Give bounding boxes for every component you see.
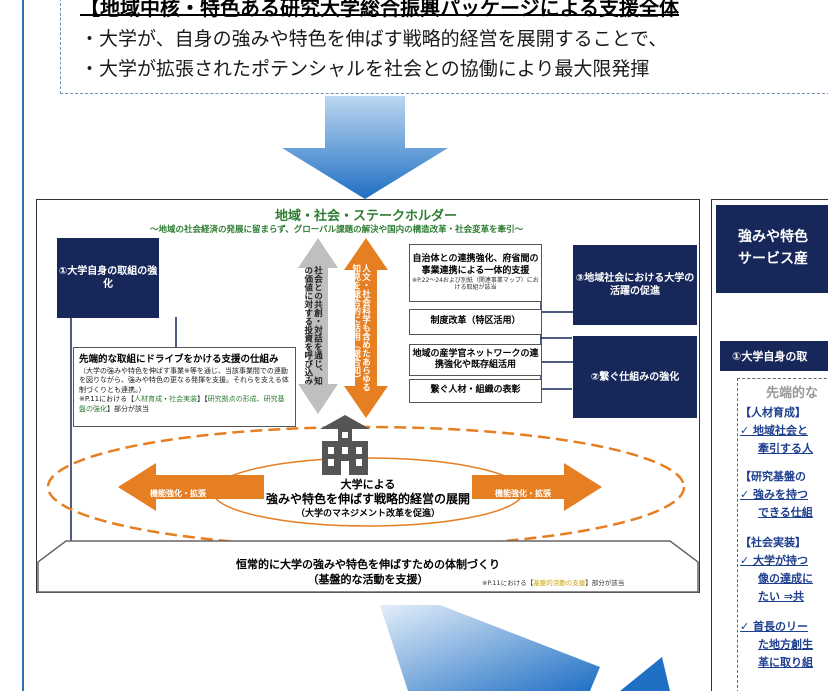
drive-support-body: （大学の強みや特色を伸ばす事業※等を通じ、当該事業間での連動を図りながら、強みや… [79, 367, 289, 413]
rp-s2-a: ✓ 強みを持つ [740, 488, 809, 501]
network-box: 地域の産学官ネットワークの連携強化や既存組活用 [409, 344, 542, 376]
banner-title: 【地域中核・特色ある研究大学総合振興パッケージによる支援全体 [80, 0, 679, 21]
right-panel-head-line-1: 強みや特色 [738, 229, 808, 245]
drive-support-box: 先端的な取組にドライブをかける支援の仕組み （大学の強みや特色を伸ばす事業※等を… [73, 347, 296, 427]
vertical-text-investment: 社会との共創・対話を通じ、知の価値に対する投資を呼び込み [302, 266, 323, 385]
own-initiative-label: ①大学自身の取組の強化 [58, 266, 158, 290]
stakeholder-title: 地域・社会・ステークホルダー [275, 209, 458, 224]
reform-label: 制度改革（特区活用） [430, 316, 521, 327]
drive-note-a: 人材育成 [134, 395, 163, 404]
gov-collab-box: 自治体との連携強化、府省間の事業連携による一体的支援 ※P.22～24および別紙… [409, 244, 542, 302]
foundation-note-prefix: ※P.11における【 [482, 579, 534, 587]
regional-activity-label: ③地域社会における大学の活躍の促進 [575, 273, 695, 297]
frame-left-border [22, 0, 24, 691]
university-line-1: 大学による [340, 478, 396, 491]
vertical-text-integrated-knowledge: 人文・社会科学も含めたあらゆる知見を総合的に活用（総合知） [350, 264, 371, 392]
drive-note-c: 研究拠点の形成、研究基盤の強化 [79, 395, 285, 413]
rp-s4-a: ✓ 首長のリー [740, 620, 809, 633]
down-arrow-icon [282, 96, 448, 199]
foundation-note: ※P.11における【基盤的活動の支援】部分が該当 [482, 577, 624, 587]
foundation-line-2: （基盤的な活動を支援） [307, 573, 429, 586]
drive-note-prefix: ※P.11における【 [79, 395, 135, 404]
own-initiative-box: ①大学自身の取組の強化 [57, 238, 159, 318]
gov-collab-note: ※P.22～24および別紙（関連事業マップ）における取組が該当 [412, 276, 539, 292]
network-label: 地域の産学官ネットワークの連携強化や既存組活用 [412, 348, 539, 370]
university-building-icon [320, 415, 370, 475]
banner-line-1: ・大学が、自身の強みや特色を伸ばす戦略的経営を展開することで、 [80, 28, 668, 50]
reform-box: 制度改革（特区活用） [409, 309, 542, 335]
banner-line-2: ・大学が拡張されたポテンシャルを社会との協働により最大限発揮 [80, 58, 650, 80]
right-panel-bar: ①大学自身の取 [720, 341, 828, 371]
university-ellipse [46, 425, 686, 549]
university-line-2: 強みや特色を伸ばす戦略的経営の展開 [265, 492, 470, 506]
rp-s1-head: 【人材育成】 [740, 406, 806, 419]
right-panel-inner [737, 378, 828, 691]
rp-s4-b: た地方創生 [758, 638, 813, 651]
diagonal-arrow-icon [380, 605, 670, 691]
gov-collab-label: 自治体との連携強化、府省間の事業連携による一体的支援 [412, 254, 539, 276]
rp-s3-a: ✓ 大学が持つ [740, 554, 809, 567]
connect-mechanism-box: ②繋ぐ仕組みの強化 [573, 336, 697, 418]
gray-double-arrow-icon [298, 238, 338, 414]
drive-note-b: 社会実装 [169, 395, 198, 404]
right-panel-head-line-2: サービス産 [738, 251, 808, 267]
left-orange-arrow-icon [118, 463, 264, 511]
foundation-note-mid: 基盤的活動の支援 [533, 579, 586, 587]
rp-s1-b: 牽引する人 [758, 442, 813, 455]
connect-award-label: 繋ぐ人材・組織の表彰 [430, 385, 521, 396]
foundation-base [37, 540, 699, 593]
right-orange-arrow-icon [472, 463, 602, 511]
left-arrow-label: 機能強化・拡張 [150, 489, 206, 498]
drive-support-title: 先端的な取組にドライブをかける支援の仕組み [79, 354, 279, 365]
banner-box [60, 0, 828, 94]
foundation-note-suffix: 】部分が該当 [585, 579, 625, 587]
right-arrow-label: 機能強化・拡張 [495, 489, 551, 498]
drive-support-text: （大学の強みや特色を伸ばす事業※等を通じ、当該事業間での連動を図りながら、強みや… [79, 367, 289, 394]
connect-mechanism-label: ②繋ぐ仕組みの強化 [590, 371, 680, 383]
rp-s4-c: 革に取り組 [758, 656, 813, 669]
right-panel-inner-title: 先端的な [766, 386, 819, 401]
rp-s3-c: たい ⇒共 [758, 590, 805, 603]
connect-award-box: 繋ぐ人材・組織の表彰 [409, 379, 542, 403]
regional-activity-box: ③地域社会における大学の活躍の促進 [573, 245, 697, 325]
rp-s1-a: ✓ 地域社会と [740, 424, 809, 437]
foundation-line-1: 恒常的に大学の強みや特色を伸ばすための体制づくり [236, 558, 500, 571]
drive-note-suffix: 】部分が該当 [107, 404, 149, 413]
rp-s2-b: できる仕組 [758, 506, 813, 519]
university-line-3: （大学のマネジメント改革を促進） [295, 509, 440, 519]
right-panel-header [716, 205, 828, 293]
rp-s2-head: 【研究基盤の [740, 470, 806, 483]
stakeholder-subtitle: ～地域の社会経済の発展に留まらず、グローバル課題の解決や国内の構造改革・社会変革… [150, 225, 524, 235]
rp-s3-head: 【社会実装】 [740, 536, 806, 549]
rp-s3-b: 像の達成に [758, 572, 813, 585]
orange-double-arrow-icon [344, 238, 388, 418]
